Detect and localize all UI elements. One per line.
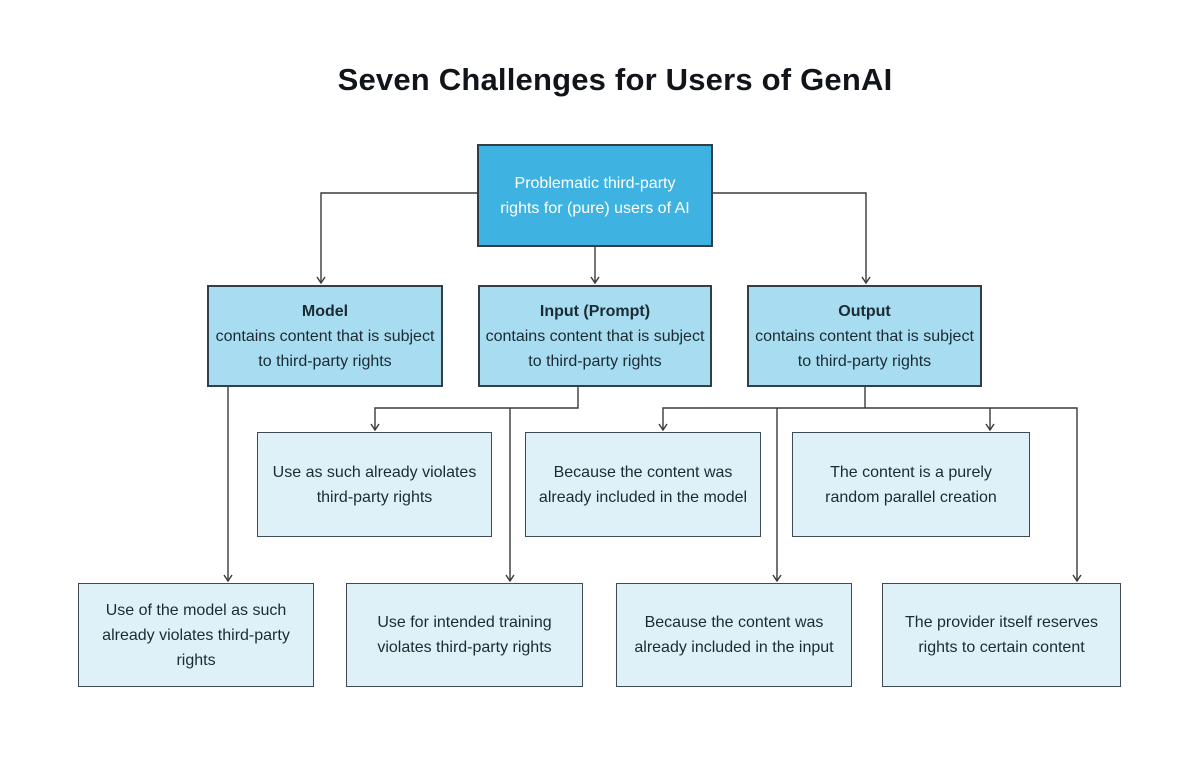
level2-model-body: contains content that is subject to thir… (215, 327, 435, 370)
page-title: Seven Challenges for Users of GenAI (337, 62, 893, 97)
level2-box-output: Output contains content that is subject … (747, 285, 982, 387)
level2-output-title: Output (838, 302, 891, 320)
level3-box-text: The content is a purely random parallel … (825, 463, 997, 506)
level4-box-text: Use for intended training violates third… (377, 614, 552, 656)
root-box-text: Problematic third-party rights for (pure… (500, 174, 690, 217)
level3-box-text: Use as such already violates third-party… (272, 463, 477, 506)
level4-box-use-of-model: Use of the model as such already violate… (78, 583, 314, 687)
level4-box-text: Because the content was already included… (634, 614, 834, 656)
level3-box-random-parallel-creation: The content is a purely random parallel … (792, 432, 1030, 537)
level2-box-model: Model contains content that is subject t… (207, 285, 443, 387)
level2-output-body: contains content that is subject to thir… (755, 327, 974, 370)
level2-model-title: Model (301, 302, 349, 320)
level4-box-text: Use of the model as such already violate… (102, 601, 290, 669)
level4-box-included-in-input: Because the content was already included… (616, 583, 852, 687)
level4-box-provider-reserves-rights: The provider itself reserves rights to c… (882, 583, 1121, 687)
root-box-problematic-rights: Problematic third-party rights for (pure… (477, 144, 713, 247)
level4-box-text: The provider itself reserves rights to c… (905, 614, 1098, 656)
level2-input-body: contains content that is subject to thir… (485, 327, 705, 370)
level3-box-use-as-such: Use as such already violates third-party… (257, 432, 492, 537)
level2-box-input-prompt: Input (Prompt) contains content that is … (478, 285, 712, 387)
level2-input-title: Input (Prompt) (539, 302, 651, 320)
level3-box-included-in-model: Because the content was already included… (525, 432, 761, 537)
level3-box-text: Because the content was already included… (538, 463, 748, 506)
level4-box-intended-training: Use for intended training violates third… (346, 583, 583, 687)
